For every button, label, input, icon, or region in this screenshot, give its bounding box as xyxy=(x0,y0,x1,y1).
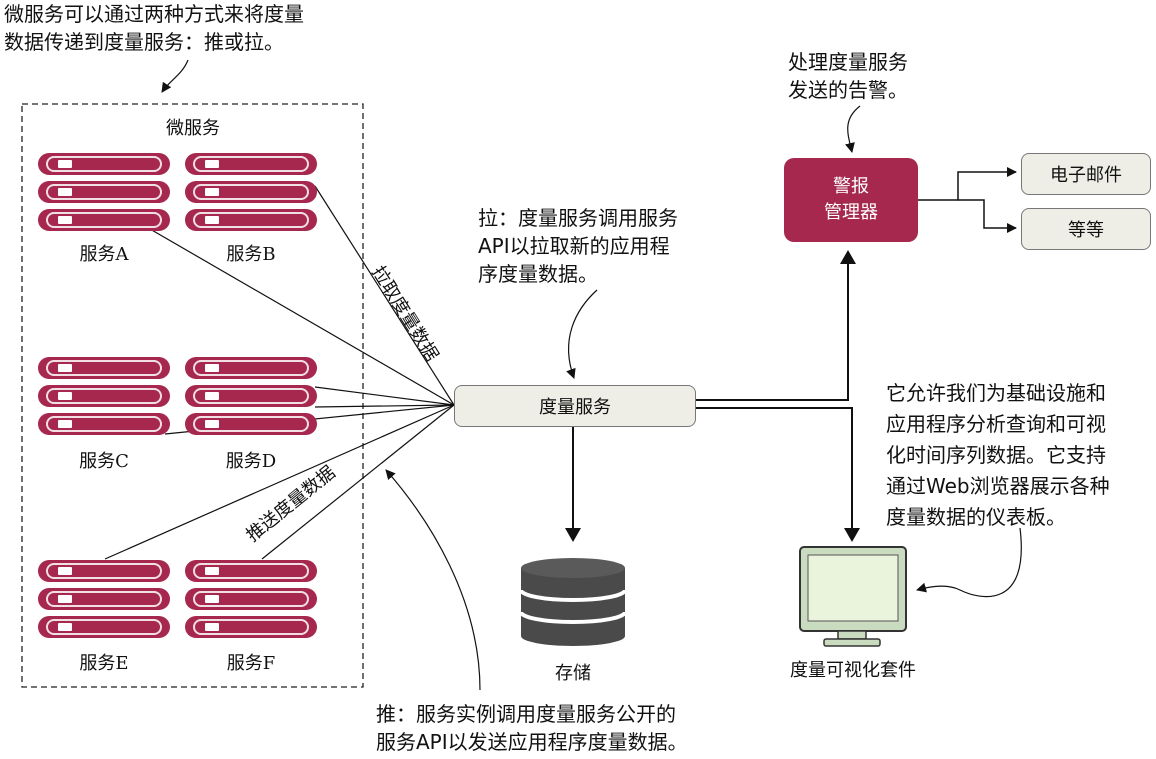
service-label-f: 服务F xyxy=(226,653,276,674)
database-icon xyxy=(519,558,627,646)
note-pull-line3: 序度量数据。 xyxy=(478,262,598,286)
alert-manager-box: 警报 管理器 xyxy=(784,158,918,242)
note-push-line2: 服务API以发送应用程序度量数据。 xyxy=(376,730,688,754)
note-viz-line5: 度量数据的仪表板。 xyxy=(886,505,1066,529)
email-box: 电子邮件 xyxy=(1021,153,1151,195)
note-pull: 拉：度量服务调用服务 API以拉取新的应用程 序度量数据。 xyxy=(478,204,678,288)
note-alert-line2: 发送的告警。 xyxy=(788,78,908,102)
service-label-b: 服务B xyxy=(226,244,276,265)
service-label-c: 服务C xyxy=(79,451,129,472)
microservices-title: 微服务 xyxy=(166,118,220,139)
edge-to-email xyxy=(918,167,1017,201)
edge-service-d2 xyxy=(314,404,455,408)
note-visualization: 它允许我们为基础设施和 应用程序分析查询和可视 化时间序列数据。它支持 通过We… xyxy=(886,378,1110,533)
server-stack-icon xyxy=(185,153,317,237)
email-label: 电子邮件 xyxy=(1050,165,1122,186)
server-stack-icon xyxy=(38,153,170,237)
metrics-service-label: 度量服务 xyxy=(539,397,611,418)
alert-manager-line1: 警报 xyxy=(833,176,869,197)
etc-label: 等等 xyxy=(1068,220,1104,241)
note-viz-line4: 通过Web浏览器展示各种 xyxy=(886,474,1110,498)
server-stack-icon xyxy=(185,357,317,441)
storage-label: 存储 xyxy=(555,663,591,684)
note-top-left: 微服务可以通过两种方式来将度量 数据传递到度量服务：推或拉。 xyxy=(4,0,304,56)
edge-to-visualization xyxy=(694,407,860,542)
microservices-boundary xyxy=(21,103,364,688)
service-label-a: 服务A xyxy=(79,244,129,265)
service-label-e: 服务E xyxy=(79,653,129,674)
server-stack-icon xyxy=(185,560,317,644)
callout-push xyxy=(385,469,481,691)
edge-to-alert-manager xyxy=(694,250,856,401)
edge-service-d1 xyxy=(314,386,455,406)
note-viz-line1: 它允许我们为基础设施和 xyxy=(886,381,1106,405)
note-top-left-line2: 数据传递到度量服务：推或拉。 xyxy=(4,30,284,54)
etc-box: 等等 xyxy=(1021,208,1151,250)
note-alert: 处理度量服务 发送的告警。 xyxy=(788,48,908,104)
note-pull-line1: 拉：度量服务调用服务 xyxy=(478,206,678,230)
edge-service-a xyxy=(149,228,455,406)
note-push-line1: 推：服务实例调用度量服务公开的 xyxy=(376,702,676,726)
metrics-service-box: 度量服务 xyxy=(454,385,696,427)
note-viz-line3: 化时间序列数据。它支持 xyxy=(886,443,1106,467)
visualization-label: 度量可视化套件 xyxy=(790,660,916,681)
note-viz-line2: 应用程序分析查询和可视 xyxy=(886,412,1106,436)
note-push: 推：服务实例调用度量服务公开的 服务API以发送应用程序度量数据。 xyxy=(376,700,688,756)
edge-service-b xyxy=(314,185,455,406)
note-alert-line1: 处理度量服务 xyxy=(788,50,908,74)
callout-pull xyxy=(566,289,598,379)
callout-top-left xyxy=(161,59,189,93)
edge-service-f xyxy=(261,404,455,560)
edge-service-e xyxy=(104,404,455,560)
monitor-icon xyxy=(799,546,907,647)
note-top-left-line1: 微服务可以通过两种方式来将度量 xyxy=(4,2,304,26)
server-stack-icon xyxy=(38,357,170,441)
edge-to-etc xyxy=(958,199,1017,233)
callout-viz xyxy=(916,527,1022,598)
note-pull-line2: API以拉取新的应用程 xyxy=(478,234,670,258)
alert-manager-line2: 管理器 xyxy=(824,202,878,223)
callout-alert xyxy=(845,105,861,153)
server-stack-icon xyxy=(38,560,170,644)
service-label-d: 服务D xyxy=(225,451,277,472)
